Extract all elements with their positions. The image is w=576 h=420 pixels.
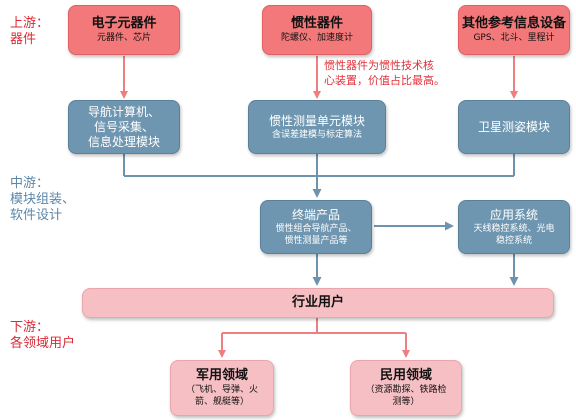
box-terminal-sub2: 惯性测量产品等 xyxy=(284,235,348,246)
stage-midstream-line2: 模块组装、 xyxy=(10,192,76,207)
box-industry-users-title: 行业用户 xyxy=(291,295,344,310)
stage-upstream-line2: 器件 xyxy=(10,32,37,47)
box-application-sub1: 天线稳控系统、光电 xyxy=(473,223,555,234)
box-nav-computer: 导航计算机、 信号采集、 信息处理模块 xyxy=(68,100,180,154)
box-electronic-sub: 元器件、芯片 xyxy=(96,33,151,43)
box-nav-line1: 导航计算机、 xyxy=(87,104,160,119)
box-application-systems: 应用系统 天线稳控系统、光电 稳控系统 xyxy=(458,200,570,254)
box-satellite-module: 卫星测姿模块 xyxy=(458,100,570,154)
split-lines xyxy=(222,318,406,334)
merge-lines xyxy=(123,154,515,177)
box-civil: 民用领域 （资源勘探、铁路检 测等） xyxy=(350,360,462,416)
inertial-annotation: 惯性器件为惯性技术核 心装置，价值占比最高。 xyxy=(324,58,445,88)
box-terminal-sub1: 惯性组合导航产品、 xyxy=(275,223,357,234)
box-inertial-devices: 惯性器件 陀螺仪、加速度计 xyxy=(262,5,372,55)
box-military-title: 军用领域 xyxy=(195,368,248,383)
box-civil-title: 民用领域 xyxy=(379,368,432,383)
box-civil-sub1: （资源勘探、铁路检 xyxy=(365,385,447,395)
stage-midstream-line1: 中游： xyxy=(10,176,50,191)
box-other-info-devices: 其他参考信息设备 GPS、北斗、里程计 xyxy=(458,5,570,55)
stage-upstream-label: 上游： 器件 xyxy=(10,16,49,48)
stage-midstream-line3: 软件设计 xyxy=(10,208,63,223)
box-military-sub2: 箭、舰艇等） xyxy=(194,397,249,407)
box-terminal-products: 终端产品 惯性组合导航产品、 惯性测量产品等 xyxy=(260,200,372,254)
box-satellite-title: 卫星测姿模块 xyxy=(477,119,550,134)
box-application-title: 应用系统 xyxy=(489,207,538,222)
stage-downstream-label: 下游： 各领域用户 xyxy=(10,320,75,352)
box-other-info-title: 其他参考信息设备 xyxy=(461,16,566,31)
box-imu-module: 惯性测量单元模块 含误差建模与标定算法 xyxy=(248,100,386,154)
annotation-line2: 心装置，价值占比最高。 xyxy=(324,74,445,87)
stage-downstream-line1: 下游： xyxy=(10,320,50,335)
box-inertial-title: 惯性器件 xyxy=(290,16,343,31)
box-industry-users: 行业用户 xyxy=(82,288,554,318)
stage-downstream-line2: 各领域用户 xyxy=(10,336,76,351)
box-electronic-title: 电子元器件 xyxy=(91,16,157,31)
box-military-sub1: （飞机、导弹、火 xyxy=(185,385,258,395)
annotation-line1: 惯性器件为惯性技术核 xyxy=(324,59,434,72)
box-terminal-title: 终端产品 xyxy=(291,207,340,222)
box-application-sub2: 稳控系统 xyxy=(495,235,532,246)
box-inertial-sub: 陀螺仪、加速度计 xyxy=(280,33,353,43)
box-nav-line3: 信息处理模块 xyxy=(87,134,160,149)
box-imu-sub: 含误差建模与标定算法 xyxy=(271,129,362,140)
box-military: 军用领域 （飞机、导弹、火 箭、舰艇等） xyxy=(170,360,274,416)
box-other-info-sub: GPS、北斗、里程计 xyxy=(473,33,555,43)
box-imu-title: 惯性测量单元模块 xyxy=(268,113,365,128)
box-civil-sub2: 测等） xyxy=(392,397,420,407)
stage-upstream-line1: 上游： xyxy=(10,16,50,31)
stage-midstream-label: 中游： 模块组装、 软件设计 xyxy=(10,176,75,224)
box-electronic-components: 电子元器件 元器件、芯片 xyxy=(68,5,180,55)
box-nav-line2: 信号采集、 xyxy=(93,119,154,134)
